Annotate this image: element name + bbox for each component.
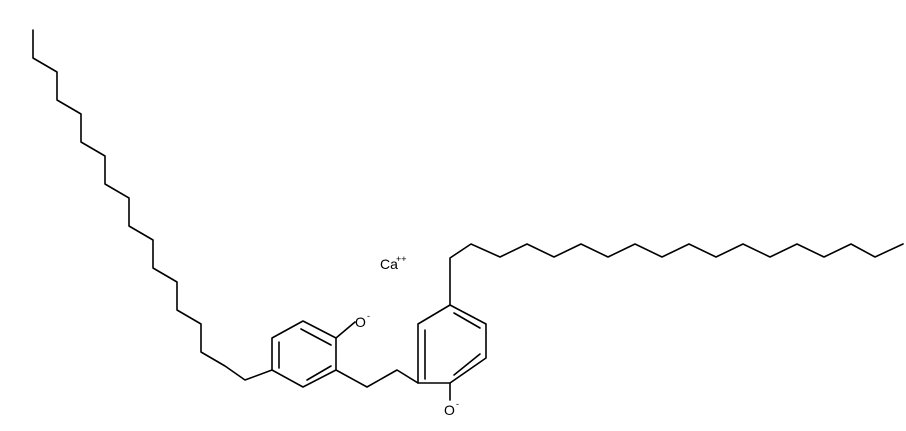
oxygen-lower-charge: -: [456, 399, 459, 409]
calcium-charge: ++: [396, 254, 407, 264]
oxygen-upper-label: O: [355, 314, 366, 330]
oxygen-lower-label: O: [444, 402, 455, 418]
methylene-bridge: [335, 369, 419, 388]
right-phenol-ring: [417, 304, 487, 384]
left-alkyl-chain: [32, 29, 273, 381]
right-alkyl-chain: [449, 243, 904, 306]
left-oxygen-bond: [335, 321, 356, 339]
left-phenol-ring: [271, 320, 337, 388]
calcium-label: Ca: [380, 256, 398, 272]
oxygen-upper-charge: -: [367, 311, 370, 321]
